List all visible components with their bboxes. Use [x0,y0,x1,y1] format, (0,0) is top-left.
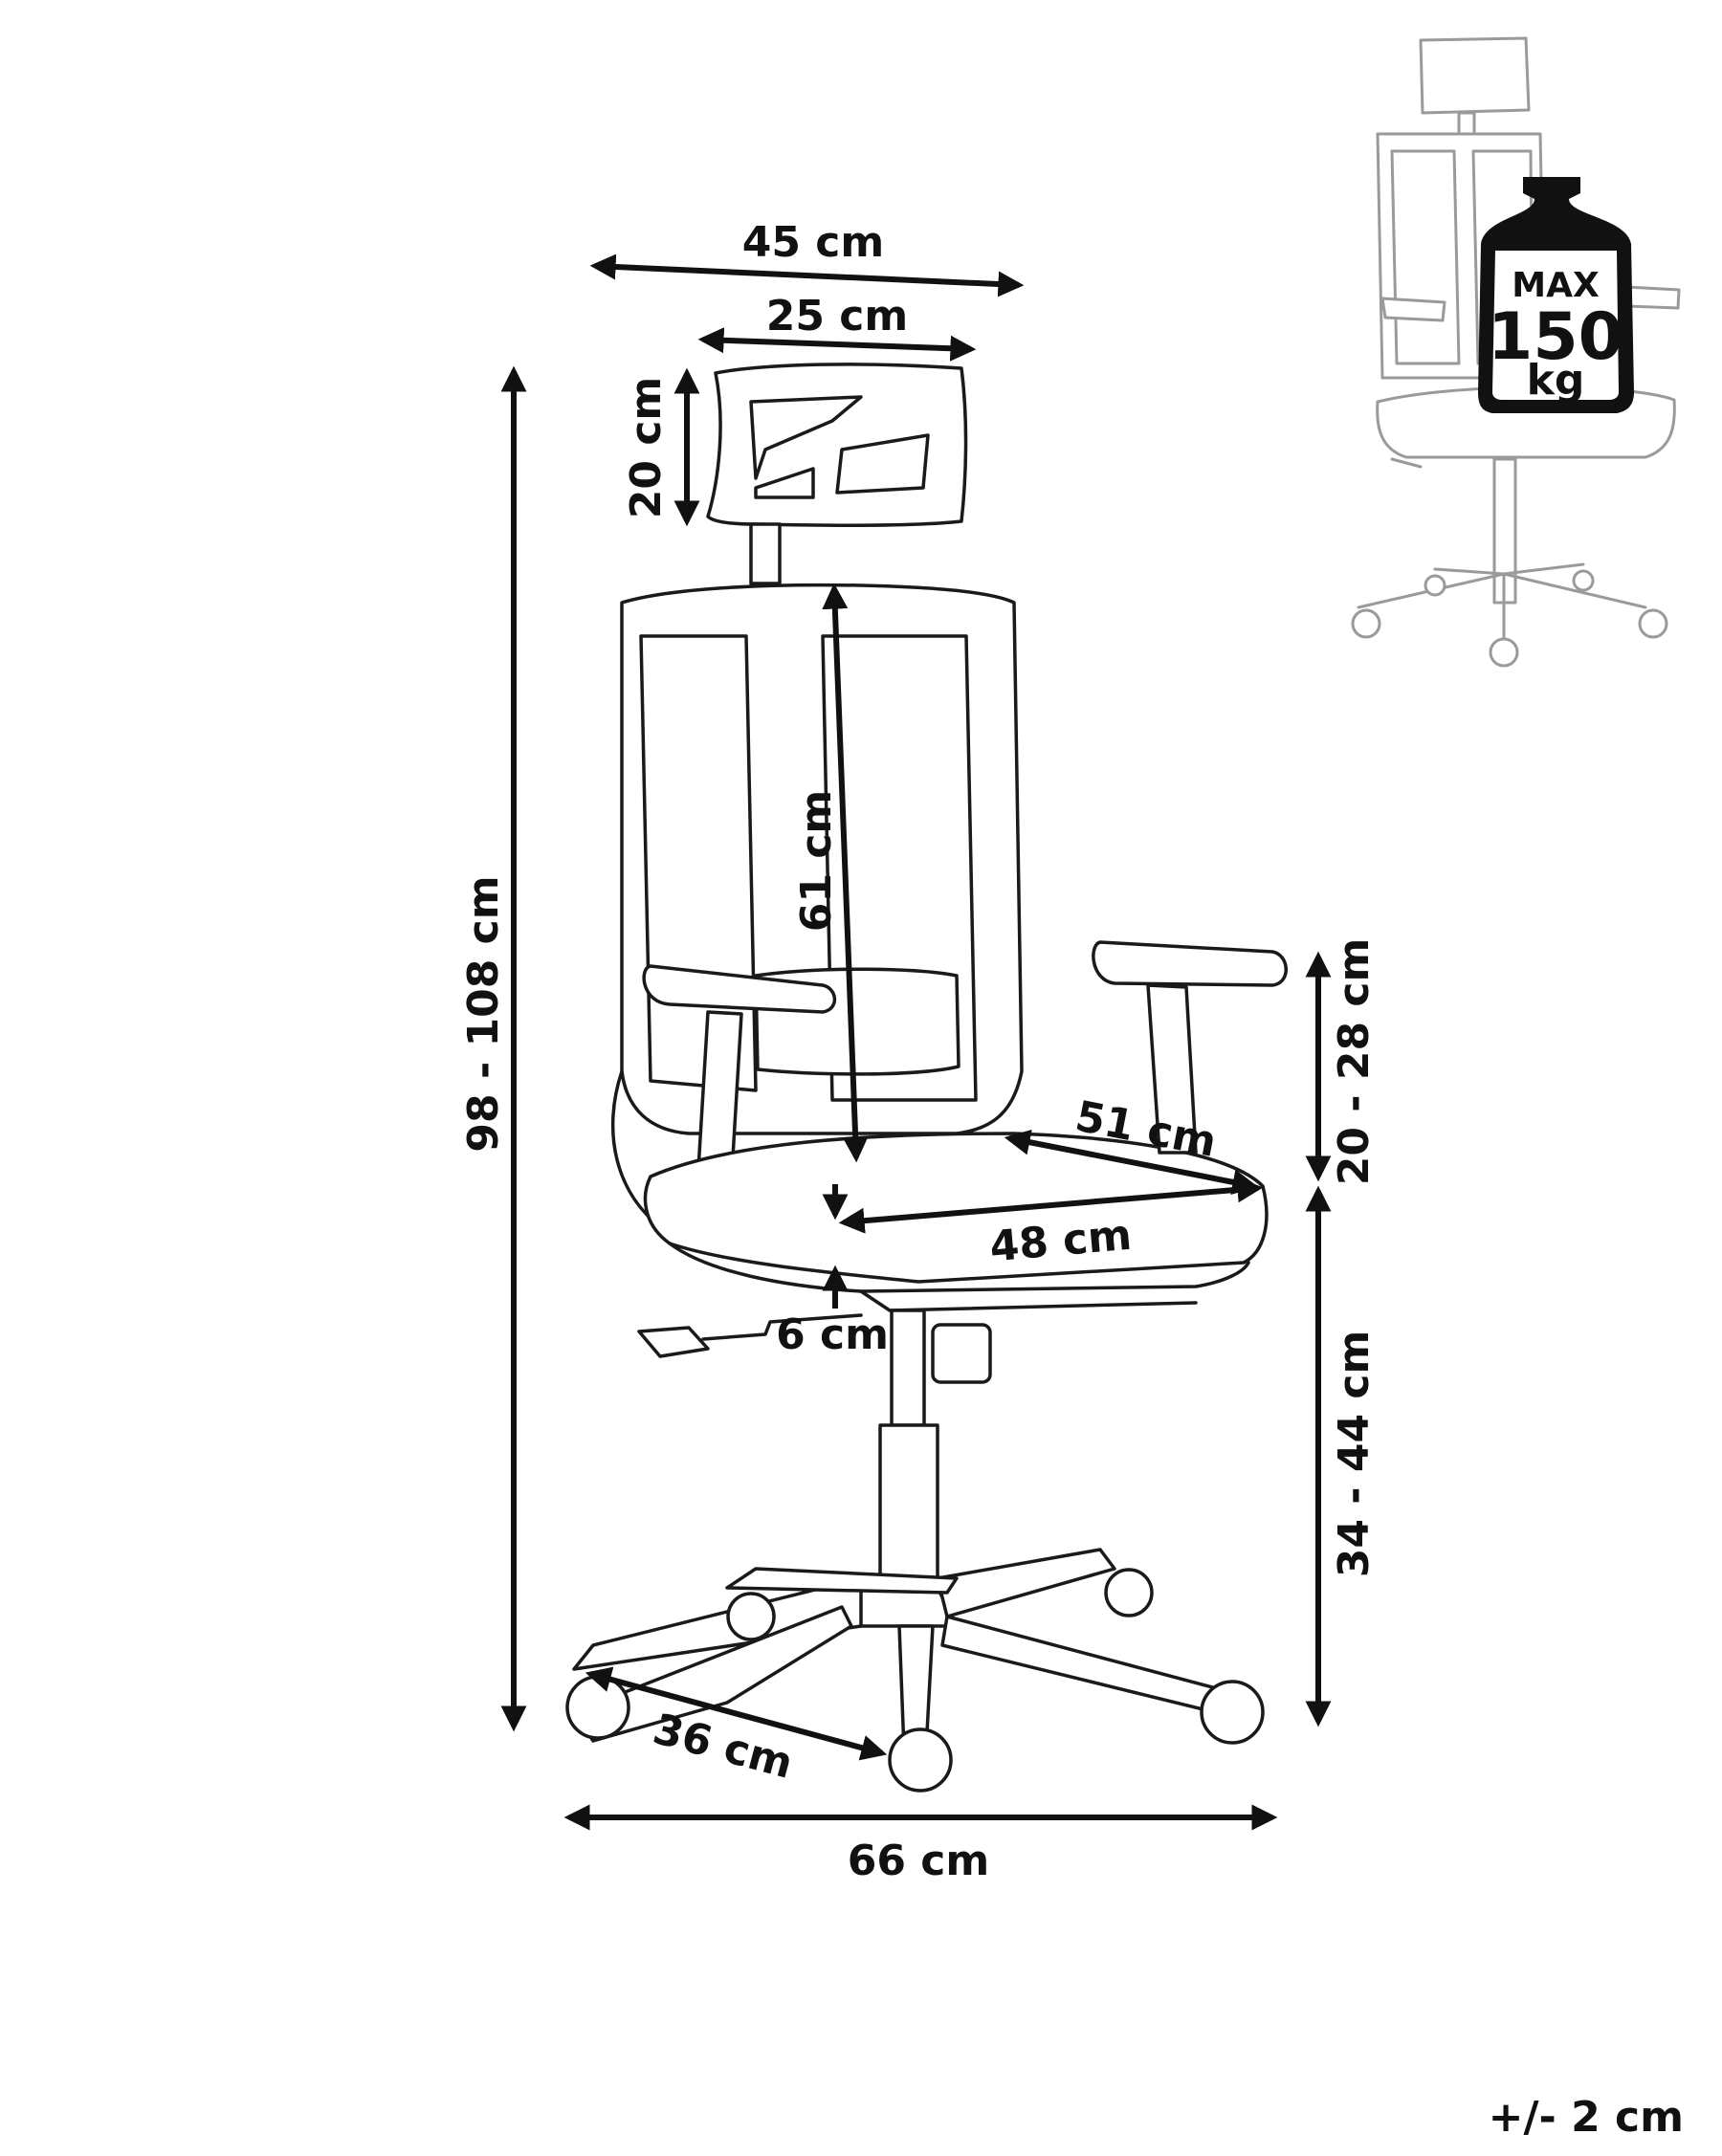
label-headrest-width: 25 cm [766,292,908,341]
badge-unit: kg [1527,356,1585,405]
label-total-height: 98 - 108 cm [459,875,508,1152]
dim-line-seat-width [838,1177,1264,1234]
label-headrest-height: 20 cm [622,377,671,518]
headrest [706,363,968,527]
label-base-leg: 36 cm [648,1705,798,1789]
dim-line-headrest-width [697,327,977,362]
seat [643,1132,1269,1312]
dim-line-backrest-height [822,583,869,1163]
label-armrest-height: 20 - 28 cm [1330,938,1379,1186]
chair-main-drawing [565,363,1288,1793]
dimension-lines [500,253,1332,1831]
label-seat-thickness: 6 cm [776,1310,889,1359]
label-backrest-height: 61 cm [792,790,841,932]
badge-max: MAX [1512,266,1600,305]
tolerance-note: +/- 2 cm [1489,2093,1684,2142]
dim-line-overall-width [589,253,1025,297]
label-base-width: 66 cm [848,1837,989,1885]
badge-weight-value: 150 [1488,299,1623,375]
tilt-lever [637,1313,863,1358]
dim-line-base-leg [585,1666,888,1761]
gas-lift [878,1309,992,1590]
label-seat-height: 34 - 44 cm [1330,1331,1379,1578]
label-overall-width: 45 cm [742,218,884,267]
headrest-post [749,522,782,585]
max-load-badge: MAX 150 kg [1478,177,1634,413]
